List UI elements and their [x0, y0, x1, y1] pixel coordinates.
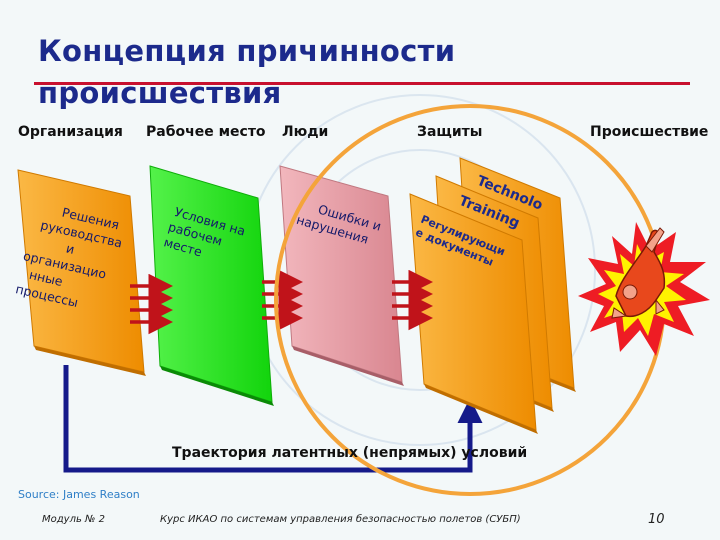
panel-workplace-edge — [160, 366, 274, 406]
column-label-defenses: Защиты — [417, 124, 483, 140]
latent-arrows-1 — [130, 273, 173, 335]
panel-organization-edge — [34, 346, 146, 376]
page-title: Концепция причинности происшествия — [38, 34, 456, 110]
column-label-organization: Организация — [18, 124, 123, 140]
source-credit: Source: James Reason — [18, 488, 140, 501]
panel-defense-regulations-edge — [424, 384, 538, 434]
panel-workplace — [149, 165, 273, 403]
title-rule — [34, 82, 690, 85]
falling-person-icon — [611, 227, 666, 319]
latent-arrows-2 — [262, 269, 303, 331]
org-line: и — [65, 240, 76, 256]
org-line: нные — [28, 267, 65, 289]
column-label-workplace: Рабочее место — [146, 124, 266, 140]
panel-people-edge — [292, 346, 404, 386]
footer-course: Курс ИКАО по системам управления безопас… — [160, 514, 521, 525]
column-label-people: Люди — [282, 124, 329, 140]
latent-arrows-3 — [392, 269, 433, 331]
column-label-accident: Происшествие — [590, 124, 709, 140]
page-number: 10 — [648, 512, 665, 527]
trajectory-arrow — [63, 365, 483, 473]
footer-module: Модуль № 2 — [42, 514, 105, 525]
trajectory-label: Траектория латентных (непрямых) условий — [172, 445, 528, 461]
